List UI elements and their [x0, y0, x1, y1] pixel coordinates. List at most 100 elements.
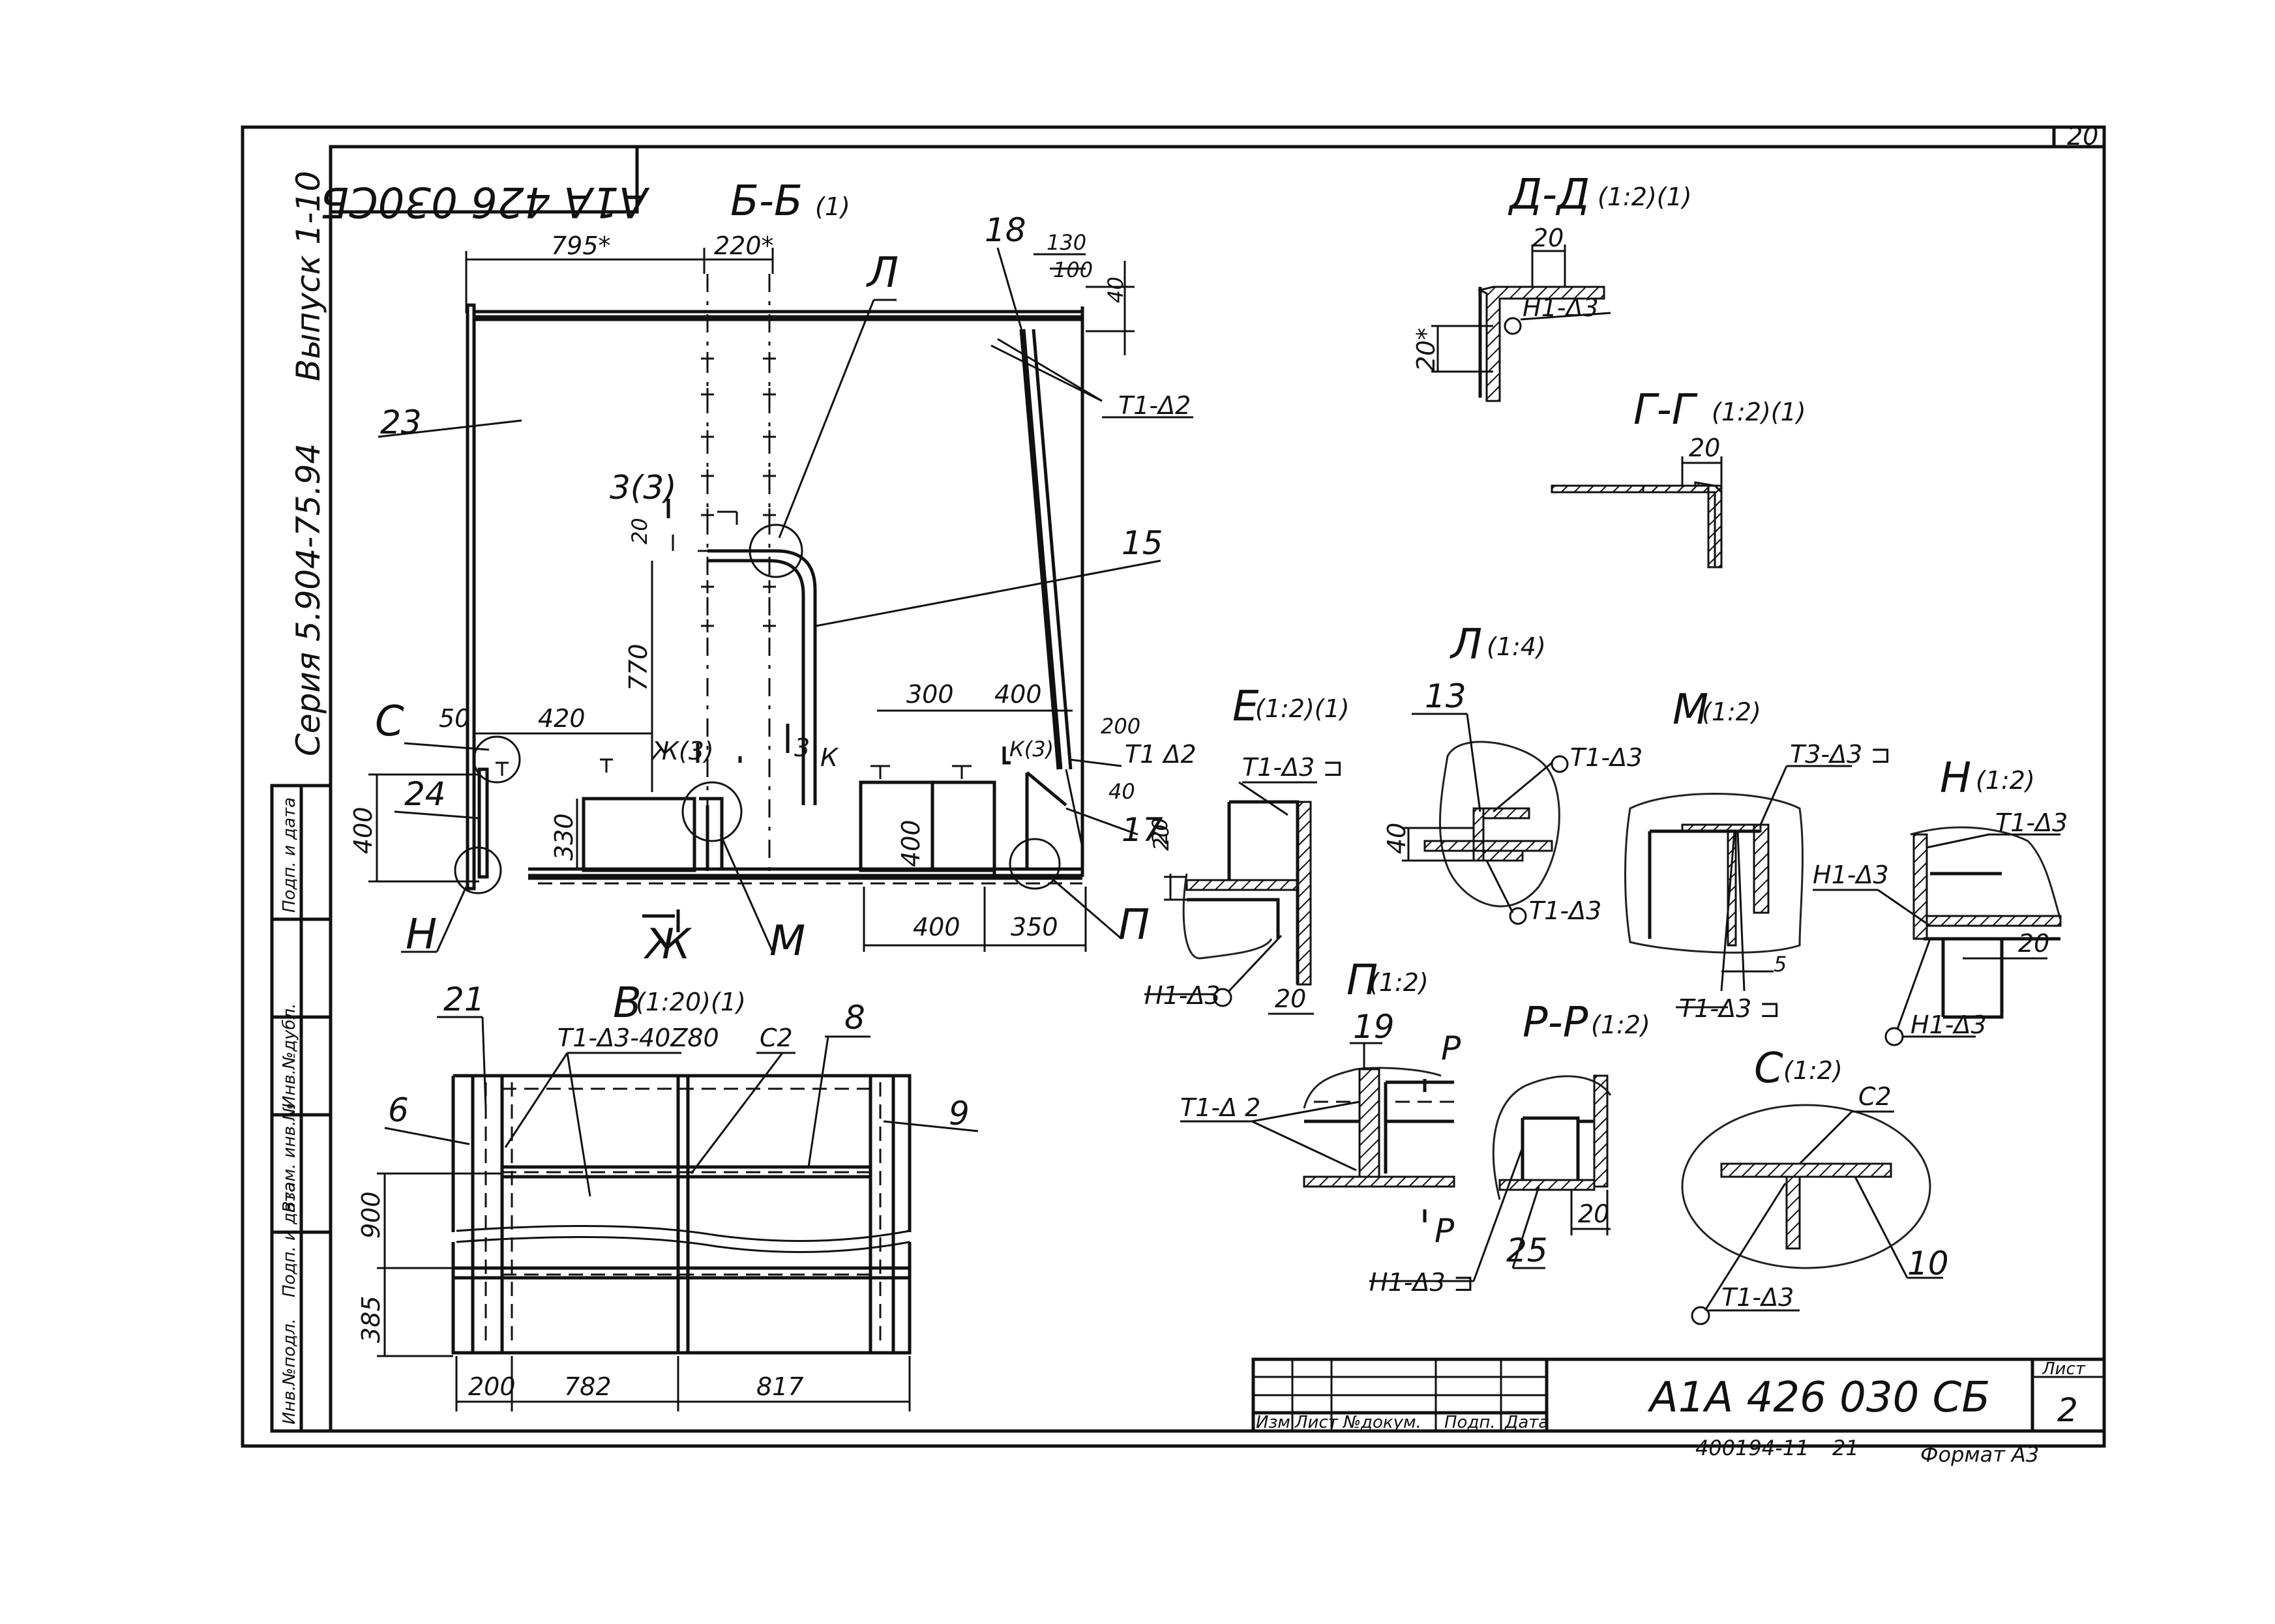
dd-weld-N1: Н1-Δ3 — [1523, 293, 1599, 322]
p-label-19: 19 — [1353, 1008, 1395, 1046]
l-label-13: 13 — [1425, 677, 1466, 715]
dim-400-top: 400 — [994, 680, 1042, 709]
m-weld-T3: Т3-Δ3 ⊐ — [1790, 740, 1891, 769]
view-m-title: М — [1673, 686, 1708, 734]
dim-20-right: 20 — [1149, 824, 1174, 851]
dim-900: 900 — [357, 1191, 385, 1239]
weld-T1-d2-right: Т1 Δ2 — [1125, 740, 1197, 769]
label-L: Л — [866, 249, 899, 297]
dim-420: 420 — [538, 704, 586, 733]
footer-format: Формат А3 — [1920, 1442, 2039, 1467]
view-p-title: П — [1346, 956, 1378, 1005]
dim-200: 200 — [1101, 714, 1140, 739]
label-zh-3: Ж(3) — [651, 737, 714, 765]
label-N: Н — [406, 911, 437, 959]
dim-40-right: 40 — [1108, 779, 1135, 804]
dim-300: 300 — [906, 680, 954, 709]
dim-782: 782 — [564, 1372, 612, 1401]
rr-label-25: 25 — [1506, 1232, 1548, 1269]
gg-dim-20: 20 — [1689, 434, 1720, 462]
view-rr-scale: (1:2) — [1591, 1011, 1650, 1039]
e-dim-20-bottom: 20 — [1275, 984, 1306, 1013]
label-zh-section: Ж — [643, 921, 692, 969]
view-dd: Д-Д (1:2)(1) 20 20* Н1-Δ3 — [1412, 171, 1692, 402]
label-24: 24 — [404, 775, 446, 813]
title-header-list: Лист — [1294, 1413, 1339, 1432]
p-label-R-top: Р — [1441, 1029, 1461, 1067]
rr-dim-20: 20 — [1578, 1200, 1609, 1228]
series-label: Серия 5.904-75.94 — [290, 443, 327, 756]
view-bb-title: Б-Б — [730, 177, 803, 226]
footer-copy: 21 — [1832, 1436, 1859, 1460]
dim-330: 330 — [550, 813, 578, 861]
view-c: С (1:2) С2 10 Т1-Δ3 — [1681, 1044, 1949, 1325]
m-weld-T1: Т1-Δ3 ⊐ — [1679, 994, 1780, 1023]
e-weld-N1: Н1-Δ3 — [1144, 981, 1221, 1010]
side-label-4: Инв.№дубл. — [280, 1003, 299, 1108]
title-block: Изм Лист №докум. Подп. Дата А1А 426 030 … — [1251, 1357, 2106, 1433]
dim-20-left: 20 — [627, 518, 652, 544]
dim-770: 770 — [624, 643, 653, 691]
label-3-3: 3(3) — [610, 469, 677, 507]
sheet-frame: 20 А1А 426 030СБ Серия 5.904-75.94 Выпус… — [241, 122, 2106, 1467]
view-v: В (1:20)(1) 900 385 200 782 817 21 6 8 — [357, 979, 979, 1411]
dd-dim-20-side: 20* — [1412, 328, 1440, 372]
side-label-2: Подп. и дата — [280, 1182, 299, 1297]
view-n: Н (1:2) Т1-Δ3 Н1-Δ3 20 Н1-Δ3 — [1813, 754, 2068, 1046]
dim-400-left: 400 — [349, 806, 378, 854]
n-weld-T1: Т1-Δ3 — [1995, 808, 2068, 837]
label-6: 6 — [388, 1091, 409, 1129]
e-weld-T1-top: Т1-Δ3 ⊐ — [1242, 753, 1343, 782]
view-l-scale: (1:4) — [1487, 632, 1546, 661]
c-label-10: 10 — [1907, 1245, 1949, 1282]
title-header-date: Дата — [1504, 1413, 1549, 1432]
side-label-1: Инв.№подл. — [280, 1318, 299, 1425]
l-weld-top: Т1-Δ3 — [1570, 743, 1643, 772]
c-weld-T1: Т1-Δ3 — [1721, 1283, 1794, 1312]
view-rr-title: Р-Р — [1523, 999, 1588, 1047]
title-header-docnum: №докум. — [1342, 1413, 1421, 1432]
dim-200-v: 200 — [468, 1372, 516, 1401]
label-S2: С2 — [760, 1024, 793, 1052]
title-designation: А1А 426 030 СБ — [1647, 1374, 1990, 1422]
label-P: П — [1118, 901, 1150, 949]
view-bb-scale: (1) — [815, 192, 850, 221]
view-gg: Г-Г (1:2)(1) 20 — [1551, 386, 1806, 568]
label-M: М — [769, 917, 805, 966]
view-e-title: Е — [1232, 683, 1259, 731]
label-18: 18 — [985, 211, 1026, 249]
label-17: 17 — [1122, 811, 1163, 849]
n-weld-N1-bottom: Н1-Δ3 — [1911, 1011, 1987, 1039]
m-dim-5: 5 — [1774, 952, 1787, 977]
weld-T1-d3-40Z80: Т1-Δ3-40Z80 — [558, 1024, 719, 1052]
view-v-scale: (1:20)(1) — [636, 988, 746, 1016]
view-c-scale: (1:2) — [1783, 1056, 1843, 1085]
label-K-3: К(3) — [1009, 737, 1054, 761]
e-dim-20-side: 20 — [1148, 818, 1172, 844]
label-23: 23 — [380, 404, 422, 441]
view-n-title: Н — [1940, 754, 1971, 803]
dim-130: 130 — [1047, 230, 1086, 255]
view-gg-title: Г-Г — [1633, 386, 1698, 434]
l-dim-40: 40 — [1382, 823, 1411, 854]
view-m-scale: (1:2) — [1702, 698, 1761, 726]
l-weld-bottom: Т1-Δ3 — [1529, 896, 1601, 925]
dim-400-bottom: 400 — [913, 913, 960, 941]
view-v-title: В — [613, 979, 642, 1027]
label-8: 8 — [844, 999, 865, 1037]
dim-350: 350 — [1011, 913, 1058, 941]
dim-40-top: 40 — [1103, 276, 1128, 303]
weld-T1-d2-top: Т1-Δ2 — [1118, 391, 1191, 420]
rr-weld-N1: Н1-Δ3 ⊐ — [1369, 1268, 1474, 1297]
side-label-3: Взам. инв.№ — [280, 1103, 299, 1213]
label-3-section: 3 — [794, 733, 810, 762]
dim-795: 795* — [551, 231, 611, 260]
c-label-S2: С2 — [1858, 1082, 1892, 1111]
view-n-scale: (1:2) — [1976, 766, 2035, 795]
dim-220: 220* — [714, 231, 774, 260]
n-dim-20: 20 — [2018, 929, 2049, 958]
dim-100: 100 — [1053, 258, 1093, 282]
dim-817: 817 — [756, 1372, 804, 1401]
view-rr: Р-Р (1:2) 20 25 Н1-Δ3 ⊐ — [1369, 999, 1650, 1297]
